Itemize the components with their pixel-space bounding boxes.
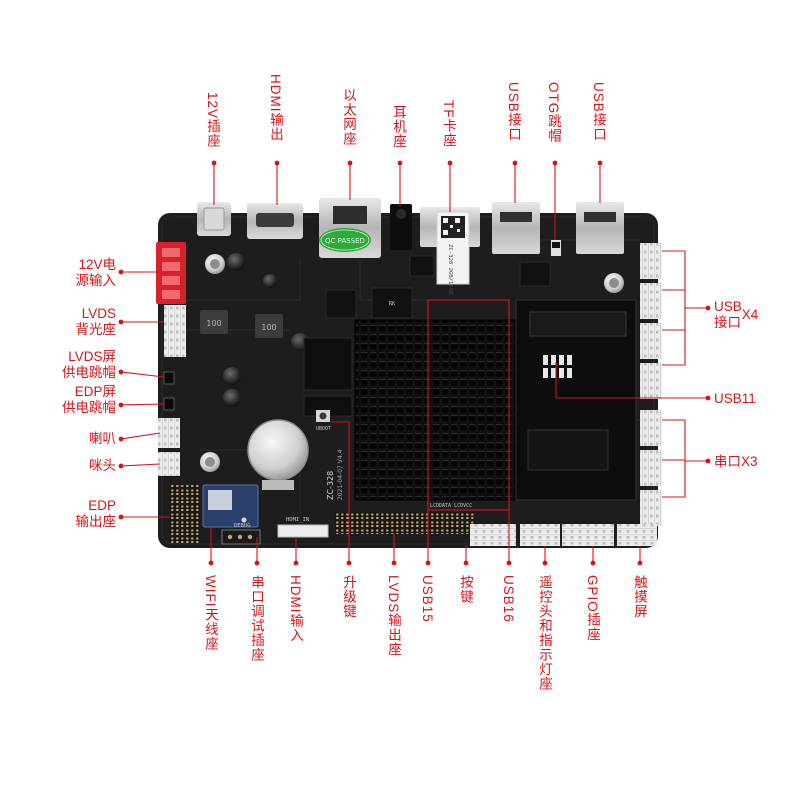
label-usb15: USB15: [420, 575, 435, 623]
label-upgrade-key: 升级键: [341, 575, 356, 619]
red-power-connector: [156, 242, 186, 304]
label-edp-jumper: EDP屏供电跳帽: [62, 384, 116, 415]
hdmi-in-connector: [277, 524, 329, 538]
uart-connector-3: [640, 490, 662, 526]
label-touch: 触摸屏: [632, 575, 647, 619]
label-wifi-antenna: WIFI天线座: [203, 575, 218, 651]
silk-hdmi-in: HDMI_IN: [286, 517, 309, 523]
label-usb11: USB11: [714, 391, 756, 406]
label-uart-debug: 串口调试插座: [249, 575, 264, 662]
uart-connector-1: [640, 410, 662, 446]
silk-lcddata: LCDDATA LCDVCC: [430, 503, 472, 509]
label-ethernet: 以太网座: [341, 88, 356, 146]
gpio-connector: [562, 524, 614, 546]
usb11-pads: [543, 355, 572, 378]
leader-dots: [118, 160, 711, 566]
lvds-header: [335, 512, 475, 534]
uart-connector-2: [640, 450, 662, 486]
label-tf-card: TF卡座: [441, 100, 456, 148]
ir-connector: [520, 524, 560, 546]
label-hdmi-in: HDMI输入: [288, 575, 303, 643]
edp-header: [170, 485, 200, 543]
earphone-jack: [390, 204, 412, 250]
svg-text:RK: RK: [389, 301, 396, 307]
label-lvds-out: LVDS输出座: [386, 575, 401, 657]
label-lvds-jumper: LVDS屏供电跳帽: [62, 349, 116, 380]
usb-a-ports: [492, 202, 624, 254]
usb-connector-2: [640, 283, 662, 319]
svg-text:100: 100: [261, 323, 276, 332]
mic-connector: [158, 452, 180, 476]
board-model: ZC-328: [326, 471, 335, 500]
heatsink: [354, 319, 516, 501]
label-uart-x3: 串口X3: [714, 454, 758, 469]
label-earphone: 耳机座: [391, 105, 406, 149]
label-usb-a: USB接口: [506, 82, 521, 142]
usb-connector-3: [640, 323, 662, 359]
label-usb16: USB16: [501, 575, 516, 623]
touch-connector: [617, 524, 657, 546]
label-microphone: 咪头: [89, 458, 116, 473]
lvds-backlight-connector: [164, 305, 186, 357]
svg-text:100: 100: [206, 319, 221, 328]
label-ir-led: 遥控头和指示灯座: [537, 575, 552, 691]
label-hdmi-out: HDMI输出: [268, 74, 283, 142]
label-usb-b: USB接口: [591, 82, 606, 142]
label-12v-power-in: 12V电源输入: [75, 257, 117, 288]
label-speaker: 喇叭: [89, 431, 116, 446]
board-date: 2021-04-07 V4.4: [337, 449, 344, 500]
qc-sticker-text: QC PASSED: [325, 237, 365, 245]
silk-debug: DEBUG: [234, 523, 251, 529]
leader-lines: [120, 163, 708, 563]
usb-connector-4: [640, 363, 662, 399]
sticker-code: ZC-328 2GB/16GB: [447, 244, 453, 295]
label-button: 按键: [458, 575, 473, 604]
silk-uboot: UBOOT: [316, 426, 331, 432]
label-gpio: GPIO插座: [585, 575, 600, 642]
label-12v-socket: 12V插座: [205, 92, 220, 149]
rtc-battery: [248, 420, 308, 480]
label-otg-jumper: OTG跳帽: [546, 82, 561, 144]
usb-connector-1: [640, 243, 662, 279]
speaker-connector: [158, 418, 180, 448]
button-connector: [470, 524, 516, 546]
